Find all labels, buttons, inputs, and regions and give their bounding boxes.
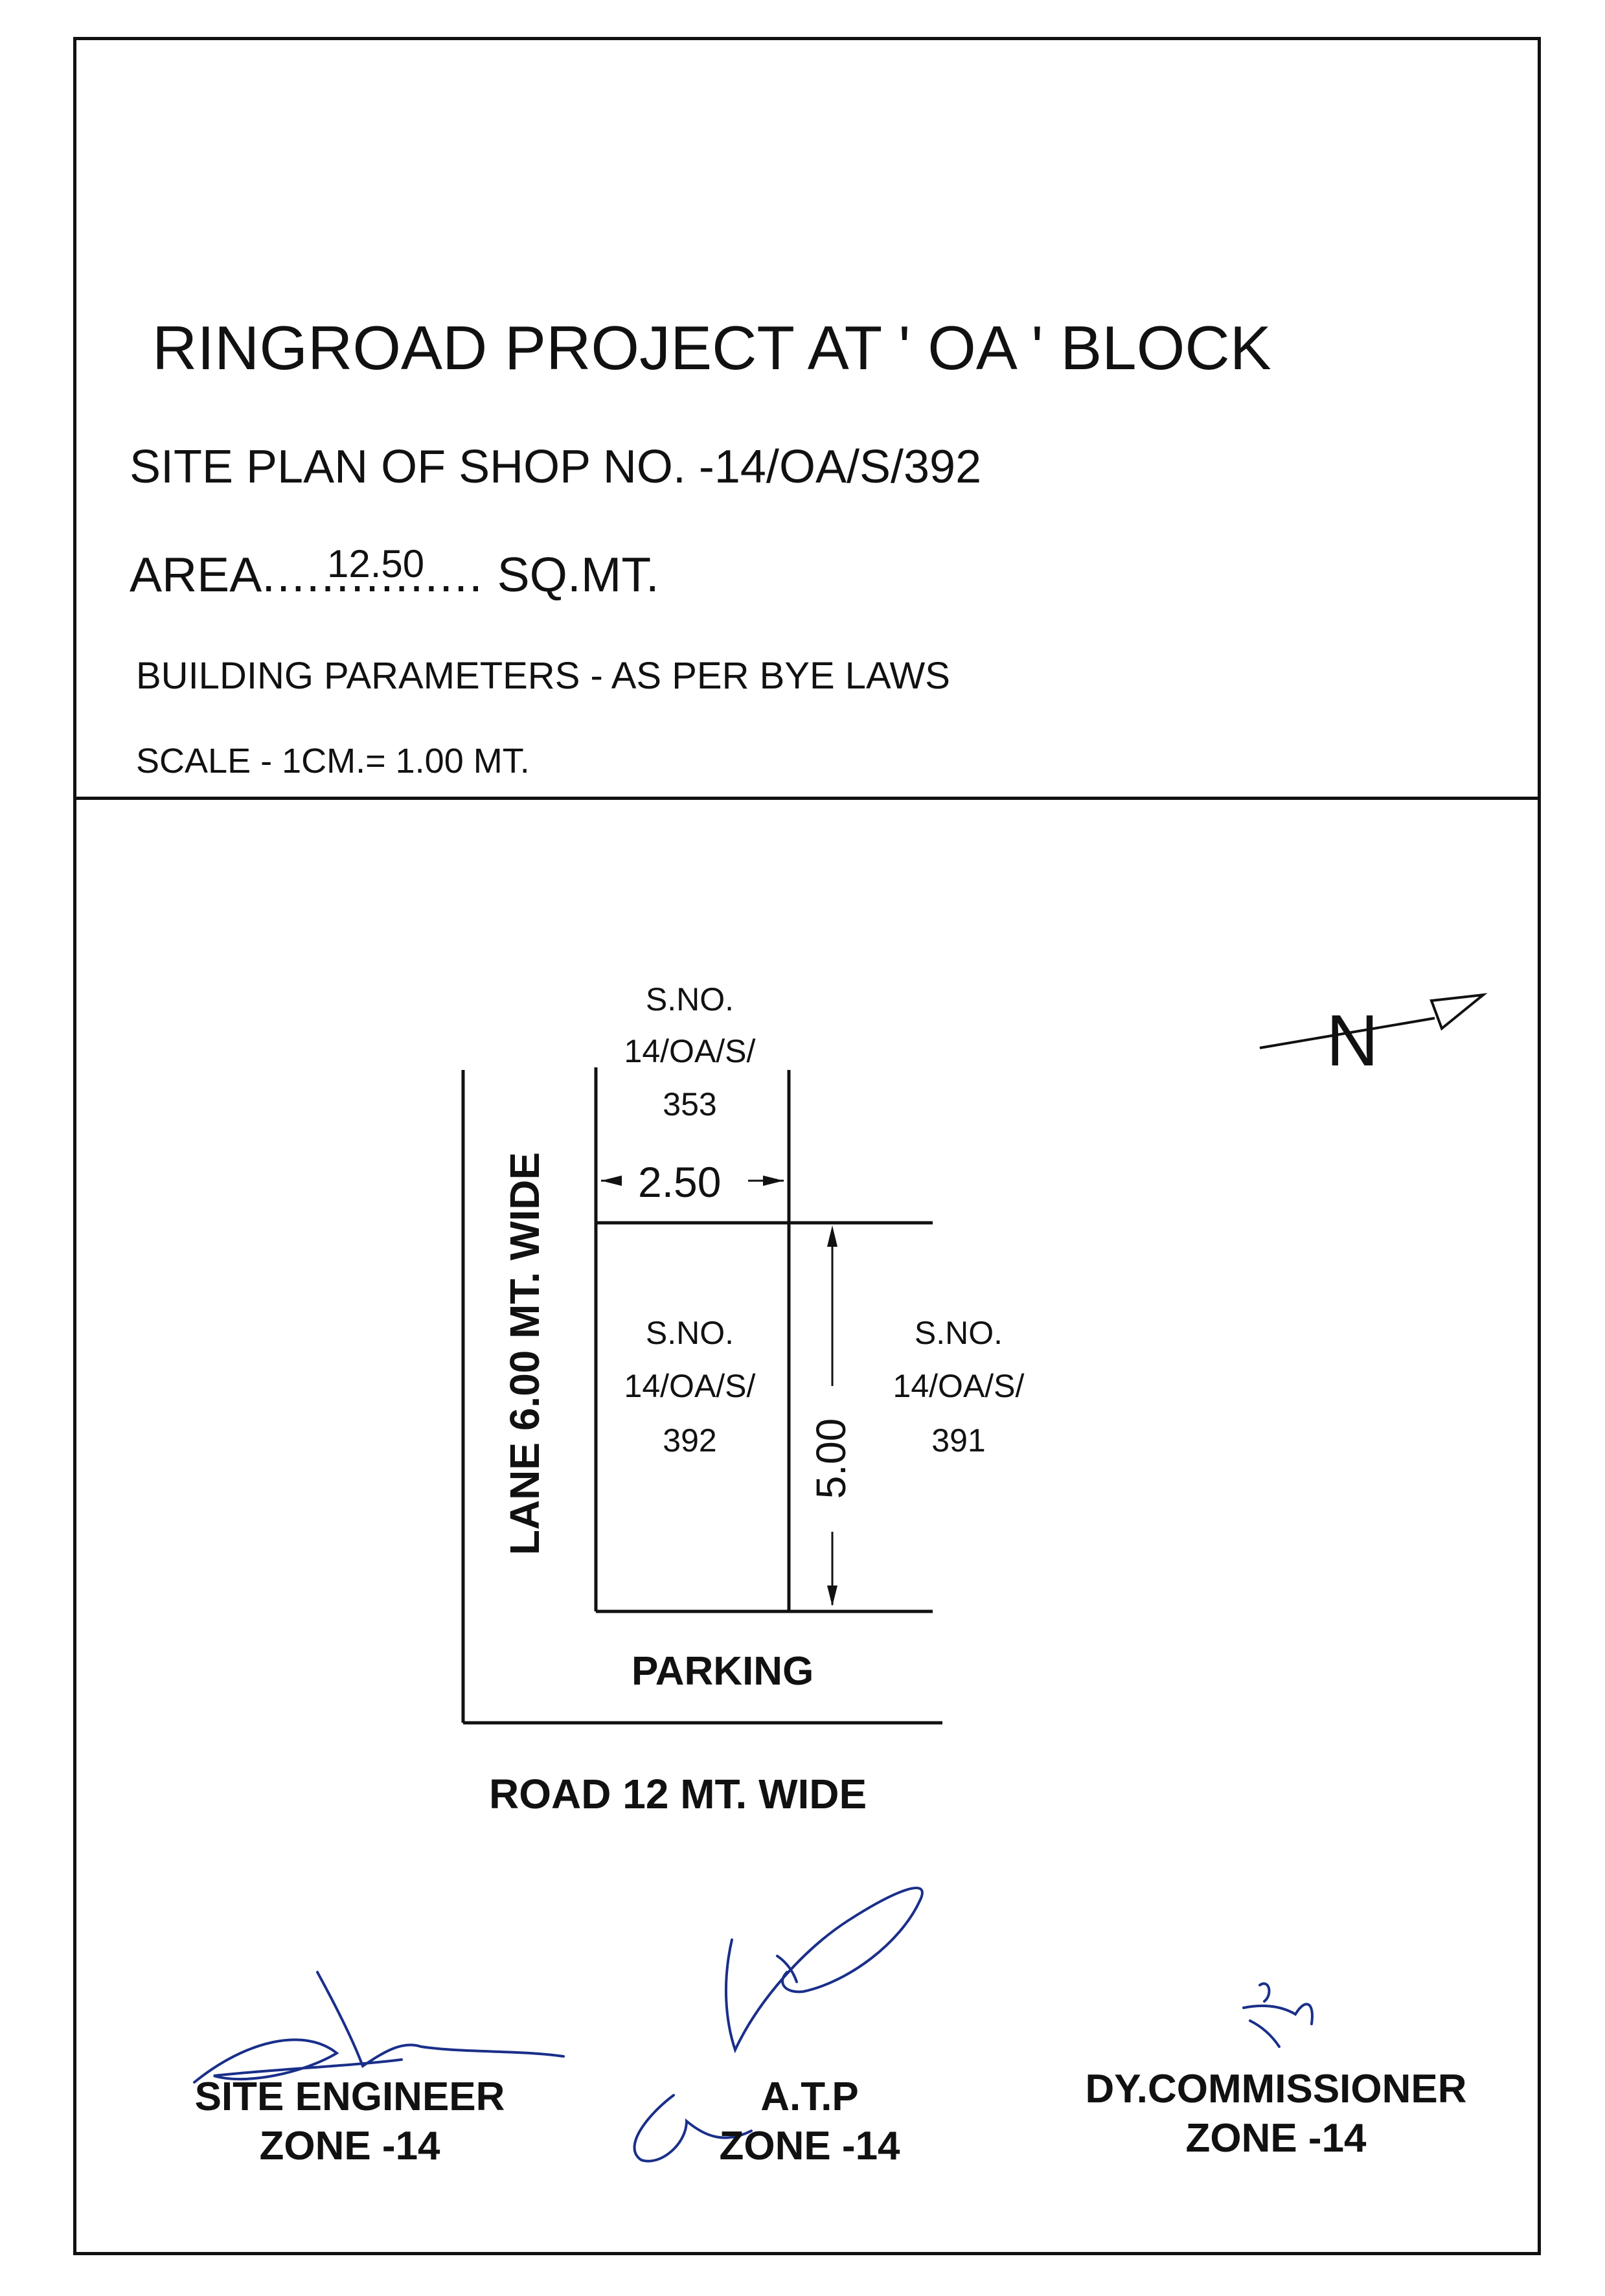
area-unit: SQ.MT. <box>497 547 659 602</box>
building-parameters: BUILDING PARAMETERS - AS PER BYE LAWS <box>136 655 950 697</box>
width-arrow-right <box>763 1176 784 1186</box>
atp-signature <box>724 1886 924 2054</box>
dy-commissioner-zone: ZONE -14 <box>1185 2115 1367 2161</box>
dy-commissioner-role: DY.COMMISSIONER <box>1085 2067 1467 2111</box>
plot-392-line3: 392 <box>663 1422 717 1459</box>
plot-391-line3: 391 <box>931 1422 986 1459</box>
atp-signature-stroke <box>776 1955 798 1983</box>
atp-zone-signature <box>633 2094 753 2163</box>
plot-353-line2: 14/OA/S/ <box>624 1033 756 1069</box>
site-engineer-signature-stroke <box>316 1971 565 2069</box>
sheet-border <box>73 37 1541 2255</box>
scale-note: SCALE - 1CM.= 1.00 MT. <box>136 742 530 780</box>
lane-label: LANE 6.00 MT. WIDE <box>501 1152 548 1556</box>
dy-commissioner-block: DY.COMMISSIONER ZONE -14 <box>1030 2065 1522 2163</box>
document-title: RINGROAD PROJECT AT ' OA ' BLOCK <box>152 313 1271 383</box>
depth-dimension: 5.00 <box>808 1418 854 1499</box>
area-prefix: AREA <box>130 547 262 602</box>
plot-353-line1: S.NO. <box>645 981 734 1017</box>
area-dots: ............... <box>262 547 484 602</box>
dy-commissioner-signature <box>1242 1982 1314 2048</box>
width-arrow-left <box>601 1176 622 1186</box>
north-arrow-shaft <box>1259 1017 1435 1049</box>
atp-zone: ZONE -14 <box>719 2123 900 2168</box>
area-row: AREA............... SQ.MT. <box>130 551 659 599</box>
depth-arrow-bottom <box>827 1586 837 1606</box>
signature-marks <box>193 1886 1314 2163</box>
site-engineer-zone: ZONE -14 <box>259 2123 440 2168</box>
parking-label: PARKING <box>632 1649 814 1694</box>
atp-role: A.T.P <box>760 2074 859 2119</box>
atp-block: A.T.P ZONE -14 <box>654 2073 965 2170</box>
site-engineer-signature <box>193 2038 403 2084</box>
north-arrow-head <box>1429 993 1488 1031</box>
document-subtitle: SITE PLAN OF SHOP NO. -14/OA/S/392 <box>130 441 982 493</box>
width-dimension: 2.50 <box>638 1158 722 1206</box>
site-engineer-block: SITE ENGINEER ZONE -14 <box>155 2073 544 2170</box>
site-engineer-role: SITE ENGINEER <box>194 2074 505 2119</box>
plot-391-line2: 14/OA/S/ <box>893 1368 1025 1404</box>
north-letter: N <box>1326 1000 1379 1081</box>
plot-392-line2: 14/OA/S/ <box>624 1368 756 1404</box>
header-divider <box>73 797 1541 800</box>
area-value: 12.50 <box>327 542 425 585</box>
plot-391-line1: S.NO. <box>914 1315 1003 1351</box>
depth-arrow-top <box>827 1225 837 1247</box>
plot-353-line3: 353 <box>663 1086 717 1122</box>
road-label: ROAD 12 MT. WIDE <box>489 1771 867 1817</box>
plot-392-line1: S.NO. <box>645 1315 734 1351</box>
